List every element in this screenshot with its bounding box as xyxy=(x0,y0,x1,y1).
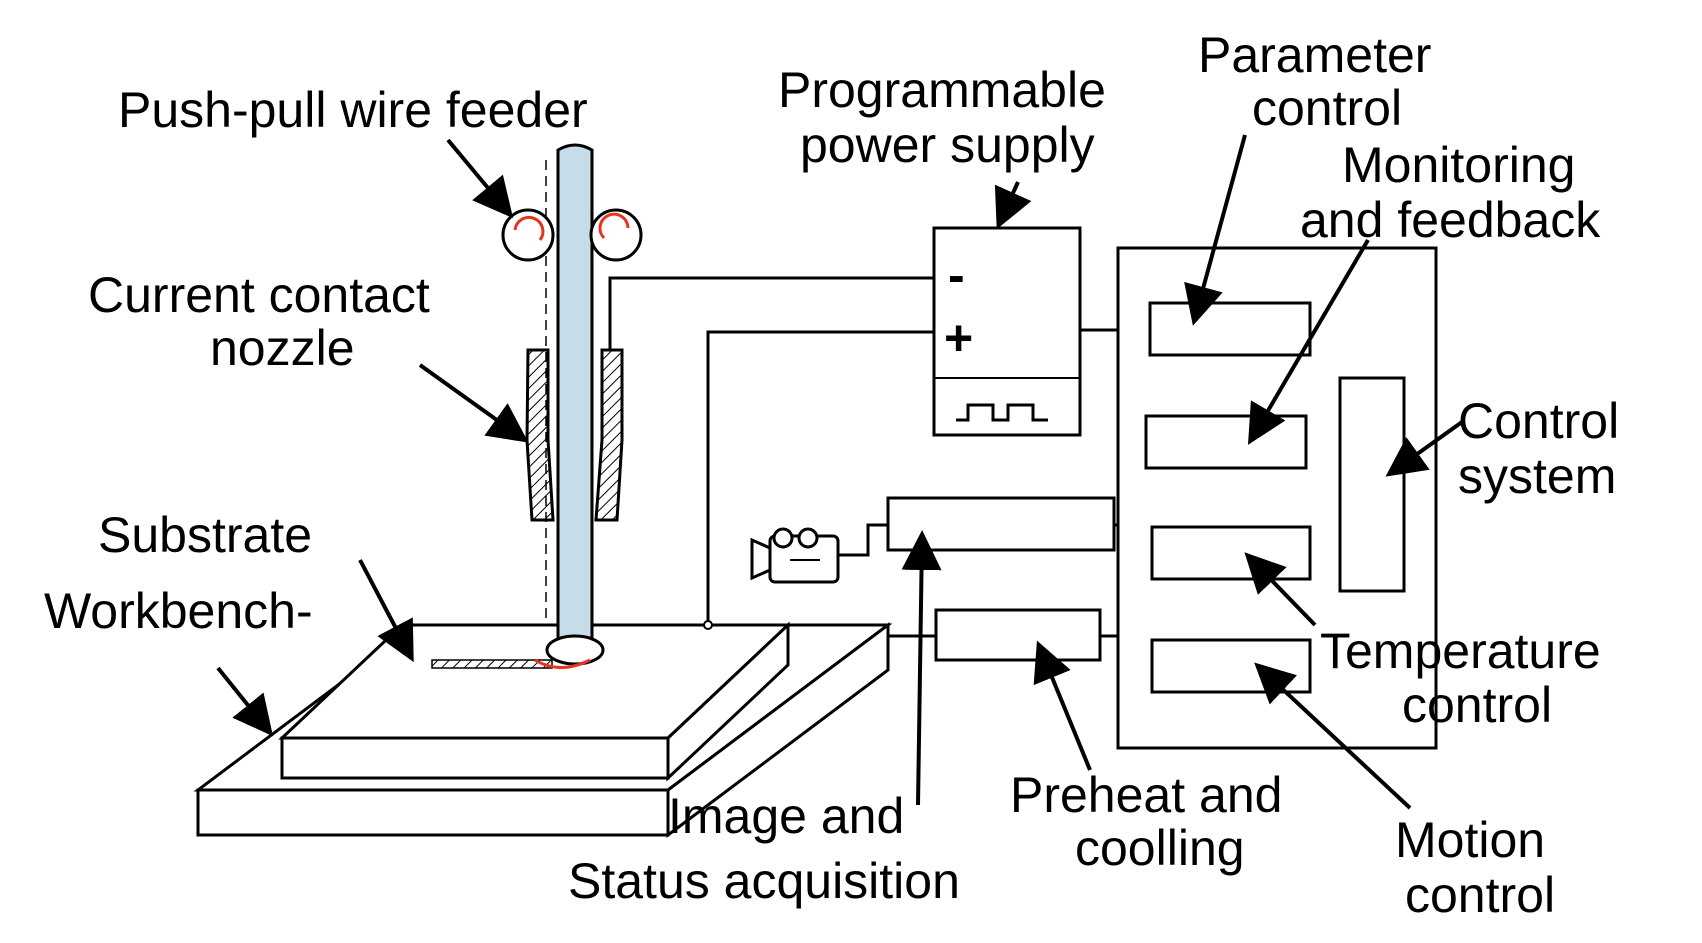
monitoring-feedback-module xyxy=(1144,414,1308,470)
power-supply-minus: - xyxy=(948,247,965,303)
ground-connection-point xyxy=(703,620,713,630)
label-motion-control-line2: control xyxy=(1405,867,1555,923)
roller-icon xyxy=(501,208,643,262)
label-image-status-acquisition-line1: Image and xyxy=(668,788,904,844)
video-camera-icon xyxy=(750,527,840,584)
wiring xyxy=(608,276,1118,638)
label-monitoring-feedback-line1: Monitoring xyxy=(1342,137,1575,193)
melt-pool xyxy=(534,658,591,669)
label-preheat-cooling-line2: coolling xyxy=(1075,820,1245,876)
label-parameter-control-line2: control xyxy=(1252,80,1402,136)
label-programmable-power-supply-line1: Programmable xyxy=(778,62,1106,118)
power-supply-plus: + xyxy=(944,310,973,366)
label-control-system-line1: Control xyxy=(1458,393,1619,449)
label-current-contact-nozzle-line2: nozzle xyxy=(210,320,355,376)
label-preheat-cooling-line1: Preheat and xyxy=(1010,767,1282,823)
leader-arrows xyxy=(216,134,1464,810)
temperature-control-module xyxy=(1150,525,1312,581)
square-wave-icon xyxy=(956,403,1048,422)
label-temperature-control-line1: Temperature xyxy=(1320,623,1601,679)
deposited-bead xyxy=(431,659,553,669)
parameter-control-module xyxy=(1148,301,1312,357)
filler-wire xyxy=(534,143,605,669)
label-temperature-control-line2: control xyxy=(1402,677,1552,733)
label-substrate: Substrate xyxy=(98,507,312,563)
control-system-module xyxy=(1338,376,1406,593)
label-motion-control-line1: Motion xyxy=(1395,812,1545,868)
label-parameter-control-line1: Parameter xyxy=(1198,27,1431,83)
label-monitoring-feedback-line2: and feedback xyxy=(1300,192,1601,248)
substrate xyxy=(278,621,792,782)
programmable-power-supply: - + xyxy=(932,226,1082,437)
label-programmable-power-supply-line2: power supply xyxy=(800,117,1095,173)
preheat-cooling-box xyxy=(934,608,1102,662)
label-workbench: Workbench- xyxy=(44,583,313,639)
label-push-pull-wire-feeder: Push-pull wire feeder xyxy=(118,82,588,138)
motion-control-module xyxy=(1150,638,1312,694)
label-image-status-acquisition-line2: Status acquisition xyxy=(568,853,960,909)
label-control-system-line2: system xyxy=(1458,448,1616,504)
label-current-contact-nozzle-line1: Current contact xyxy=(88,267,430,323)
